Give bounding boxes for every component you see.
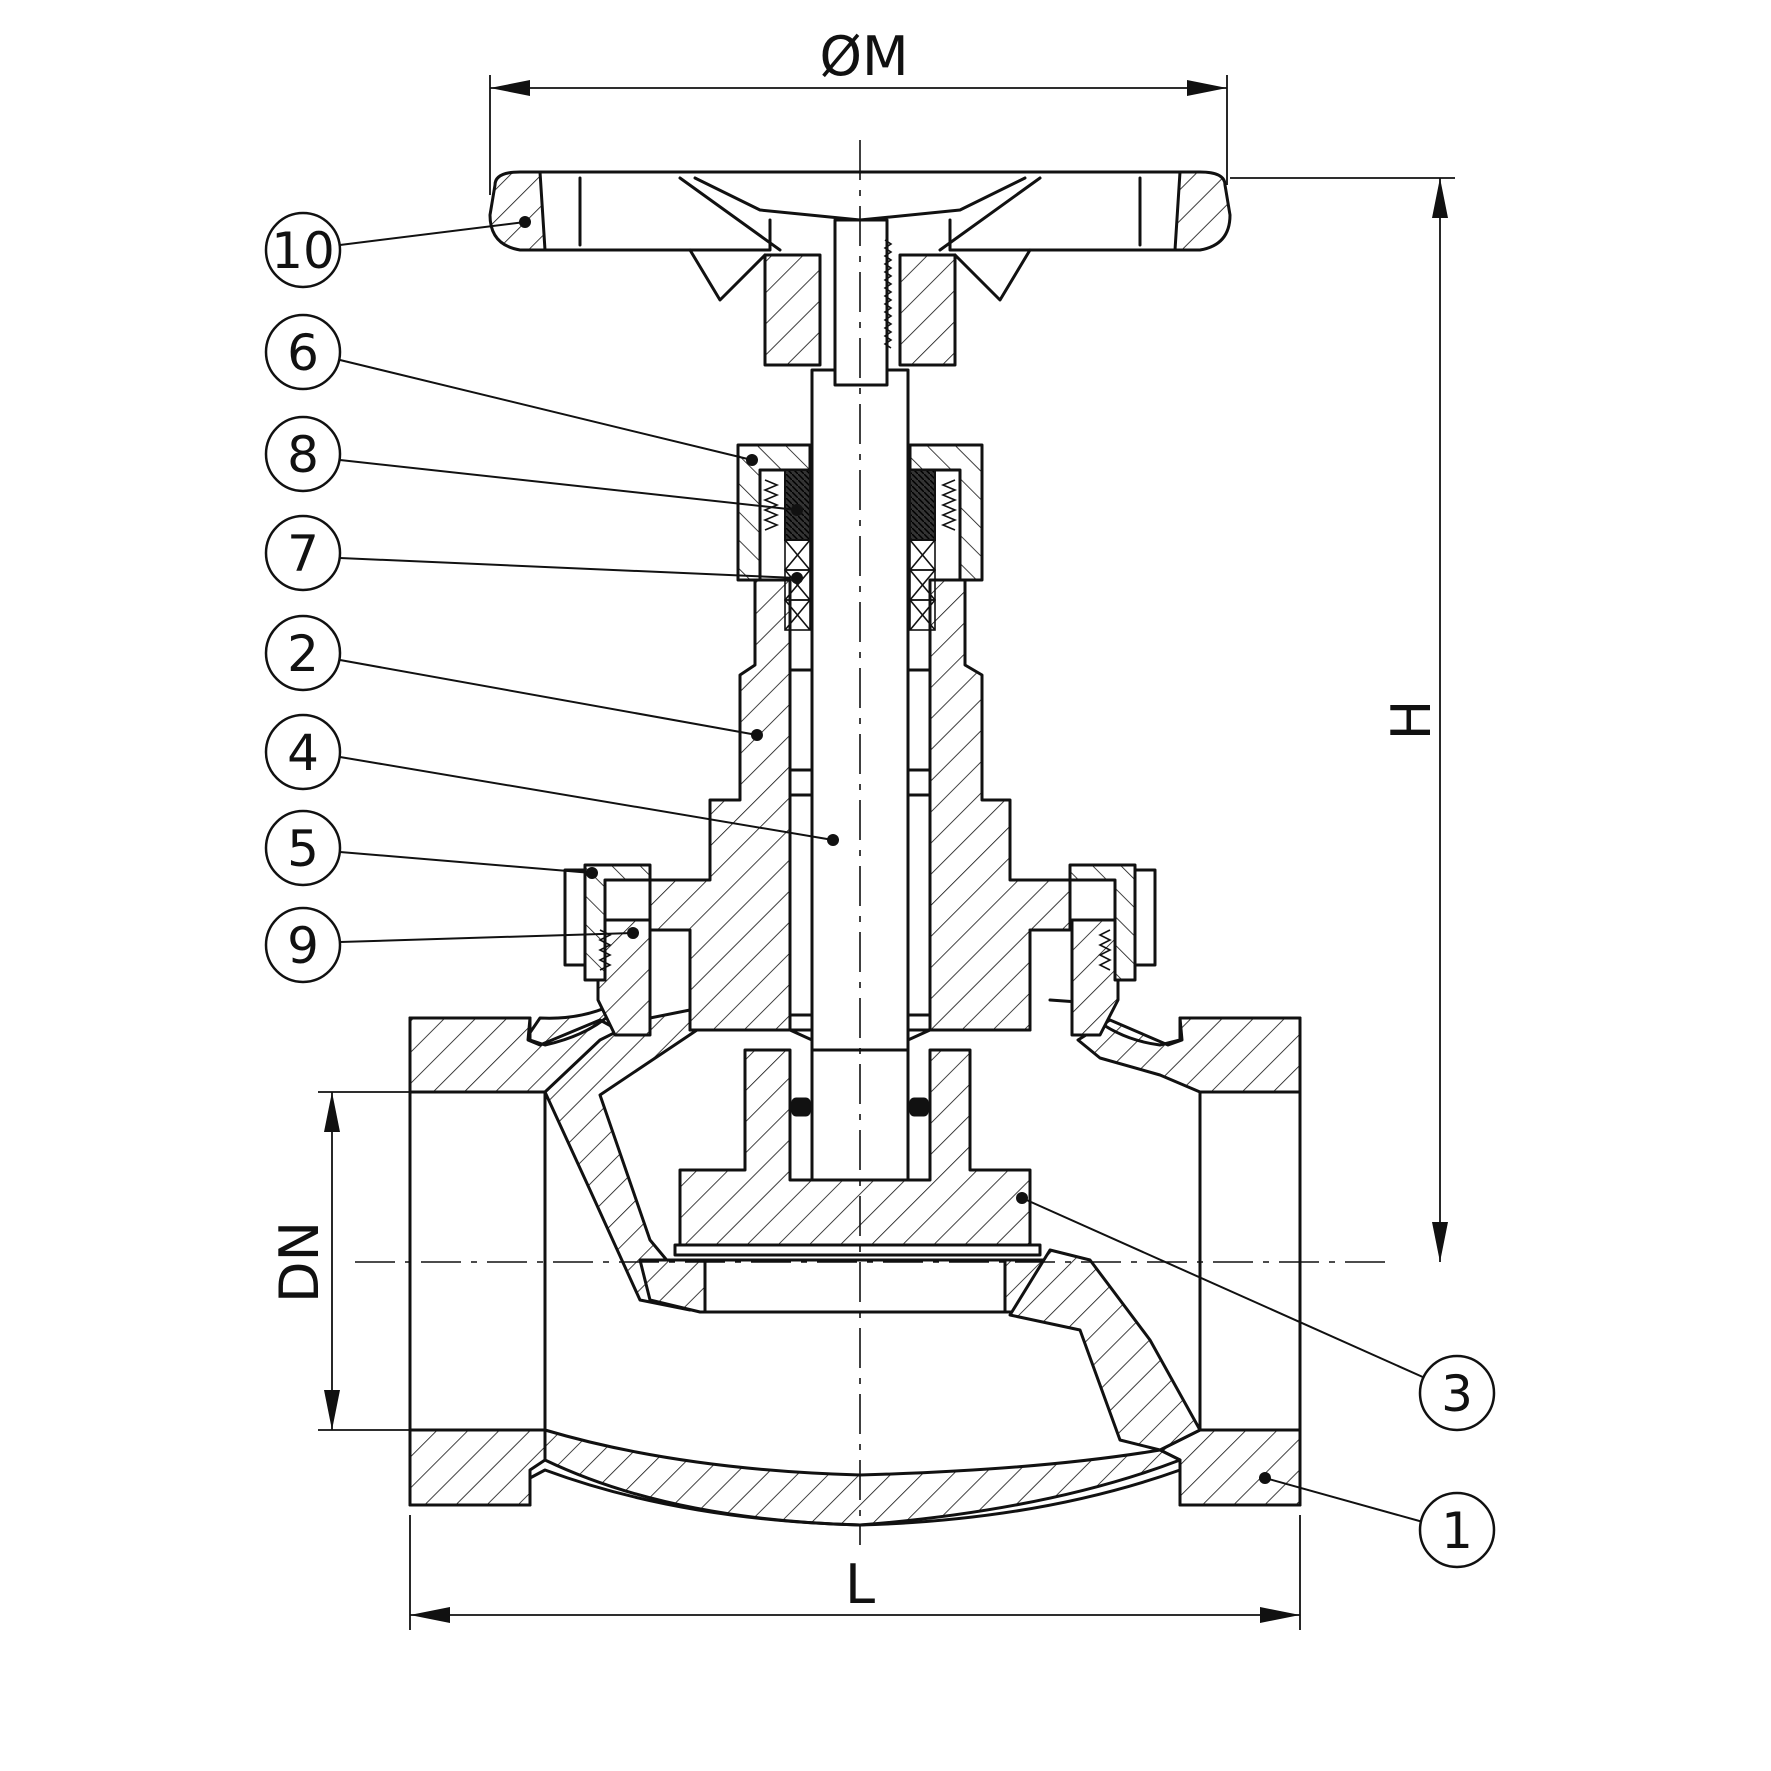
part-callout-8: 8: [264, 415, 803, 516]
gland-nut: [736, 443, 984, 582]
packing: [784, 469, 936, 631]
part-callout-5: 5: [264, 809, 598, 887]
dimension-nominal: DN: [268, 1091, 410, 1431]
part-callout-1: 1: [1259, 1472, 1496, 1569]
disc: [673, 1048, 1042, 1257]
dimension-height-label: H: [1380, 700, 1443, 741]
part-callout-9: 9: [264, 906, 639, 984]
dimension-nominal-label: DN: [268, 1221, 331, 1303]
part-number-8: 8: [287, 426, 319, 484]
part-number-2: 2: [287, 625, 319, 683]
part-callout-6: 6: [264, 313, 758, 466]
dimension-length: L: [409, 1515, 1301, 1630]
part-number-3: 3: [1441, 1365, 1473, 1423]
valve-body: [408, 998, 1302, 1527]
dimension-diameter-label: ØM: [819, 25, 908, 88]
part-callout-2: 2: [264, 614, 763, 741]
dimension-height: H: [1230, 177, 1455, 1262]
part-callout-10: 10: [264, 211, 531, 289]
part-number-10: 10: [271, 222, 335, 280]
part-callout-4: 4: [264, 713, 839, 846]
dimension-length-label: L: [845, 1553, 875, 1616]
part-number-7: 7: [287, 525, 319, 583]
part-number-1: 1: [1441, 1502, 1473, 1560]
dimension-diameter: ØM: [489, 25, 1228, 195]
handwheel: [488, 170, 1232, 367]
part-number-5: 5: [287, 820, 319, 878]
union-nut: [563, 863, 1157, 982]
part-number-4: 4: [287, 724, 319, 782]
part-number-9: 9: [287, 917, 319, 975]
part-callout-7: 7: [264, 514, 803, 592]
part-callout-3: 3: [1016, 1192, 1496, 1432]
part-number-6: 6: [287, 324, 319, 382]
